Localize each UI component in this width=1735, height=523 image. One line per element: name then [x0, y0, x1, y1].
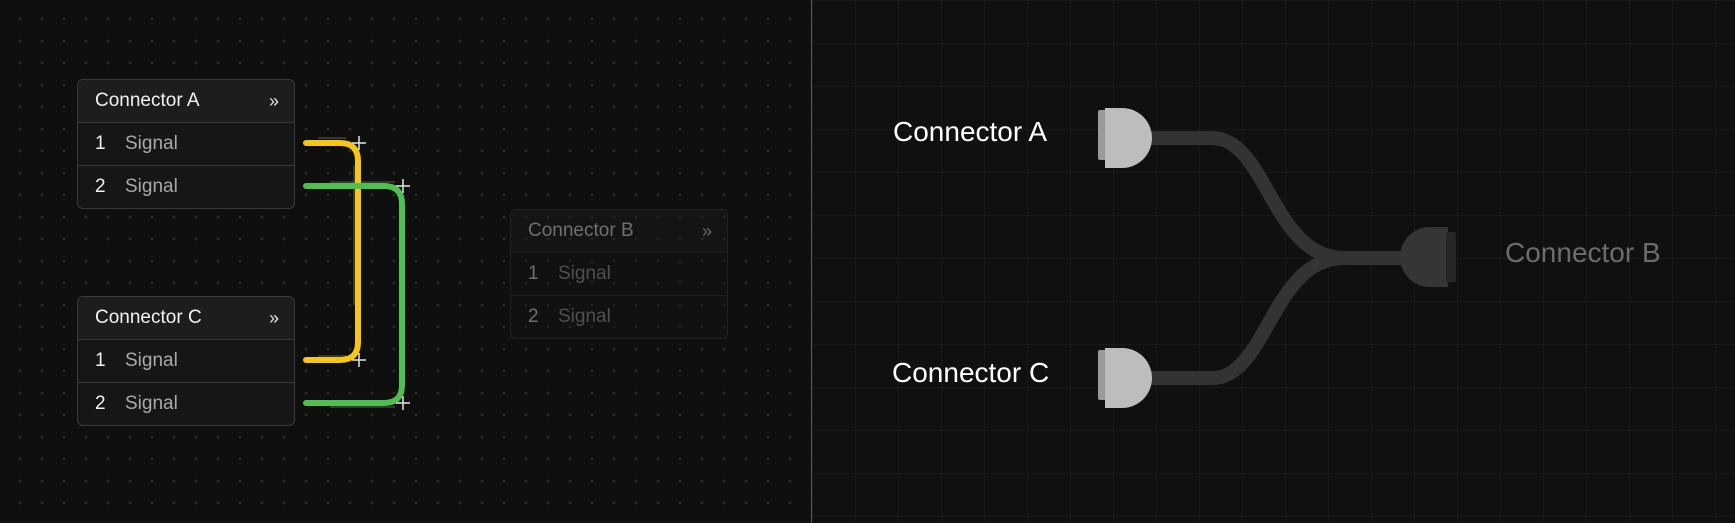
connector-a-card[interactable]: Connector A »› 1 Signal 2 Signal — [77, 79, 295, 209]
card-title: Connector A — [95, 90, 200, 111]
label-connector-c: Connector C — [892, 357, 1050, 388]
pin-row[interactable]: 2 Signal — [511, 296, 727, 338]
pin-number: 2 — [95, 176, 106, 197]
plug-b — [1400, 227, 1456, 287]
card-header: Connector C »› — [78, 297, 294, 340]
pin-row[interactable]: 2 Signal — [78, 383, 294, 425]
pin-label: Signal — [125, 176, 178, 197]
wire-pin-1[interactable] — [303, 140, 361, 363]
crosshair-icon — [396, 396, 410, 410]
pin-number: 2 — [528, 306, 539, 327]
harness-preview: Connector A Connector C Connector B — [812, 0, 1735, 523]
pin-label: Signal — [125, 133, 178, 154]
panel-divider[interactable] — [811, 0, 812, 523]
plug-a — [1098, 108, 1152, 168]
harness-diagram — [1098, 108, 1456, 408]
cable-bundle — [1135, 131, 1431, 385]
expand-chevrons-icon[interactable]: »› — [268, 307, 279, 328]
label-connector-a: Connector A — [893, 116, 1048, 147]
pin-label: Signal — [125, 350, 178, 371]
card-header: Connector B »› — [511, 210, 727, 253]
pin-number: 2 — [95, 393, 106, 414]
pin-row[interactable]: 1 Signal — [511, 253, 727, 296]
crosshair-icon — [396, 179, 410, 193]
wire-pin-2[interactable] — [303, 183, 405, 406]
schematic-canvas[interactable]: Connector A »› 1 Signal 2 Signal Connect… — [0, 0, 811, 523]
pin-number: 1 — [95, 133, 106, 154]
pin-row[interactable]: 1 Signal — [78, 123, 294, 166]
crosshair-icons — [352, 136, 410, 410]
label-connector-b: Connector B — [1505, 237, 1661, 268]
pin-label: Signal — [558, 263, 611, 284]
card-header: Connector A »› — [78, 80, 294, 123]
expand-chevrons-icon[interactable]: »› — [701, 220, 712, 241]
connector-c-card[interactable]: Connector C »› 1 Signal 2 Signal — [77, 296, 295, 426]
crosshair-icon — [352, 136, 366, 150]
pin-label: Signal — [558, 306, 611, 327]
pin-row[interactable]: 2 Signal — [78, 166, 294, 208]
wire-routing — [303, 136, 410, 410]
expand-chevrons-icon[interactable]: »› — [268, 90, 279, 111]
plug-c — [1098, 348, 1152, 408]
pin-number: 1 — [95, 350, 106, 371]
connector-b-card[interactable]: Connector B »› 1 Signal 2 Signal — [510, 209, 728, 339]
pin-row[interactable]: 1 Signal — [78, 340, 294, 383]
pin-label: Signal — [125, 393, 178, 414]
card-title: Connector C — [95, 307, 202, 328]
crosshair-icon — [352, 353, 366, 367]
pin-number: 1 — [528, 263, 539, 284]
card-title: Connector B — [528, 220, 634, 241]
